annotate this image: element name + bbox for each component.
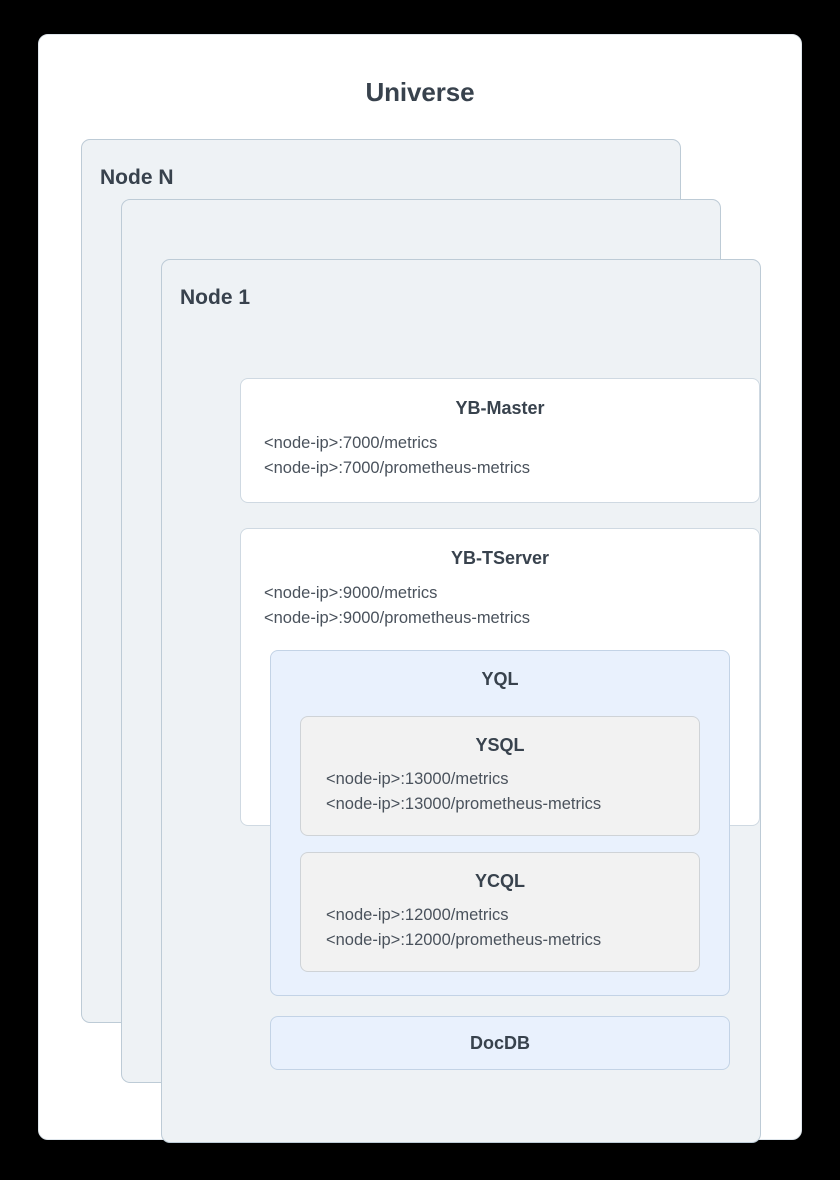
- universe-container: Universe Node N ... Node 1 YB-Master <no…: [38, 34, 802, 1143]
- endpoint-line: <node-ip>:7000/prometheus-metrics: [264, 459, 530, 478]
- yb-master-endpoints: <node-ip>:7000/metrics <node-ip>:7000/pr…: [241, 431, 759, 481]
- ysql-box: YSQL <node-ip>:13000/metrics <node-ip>:1…: [300, 716, 700, 836]
- ysql-title: YSQL: [475, 735, 525, 755]
- yb-master-box: YB-Master <node-ip>:7000/metrics <node-i…: [240, 378, 760, 503]
- docdb-box: DocDB: [270, 1016, 730, 1070]
- endpoint-line: <node-ip>:13000/metrics: [326, 770, 509, 788]
- page-title: Universe: [365, 77, 475, 107]
- yb-tserver-title: YB-TServer: [450, 548, 550, 568]
- endpoint-line: <node-ip>:7000/metrics: [264, 434, 438, 452]
- ycql-title: YCQL: [474, 871, 525, 891]
- endpoint-line: <node-ip>:12000/prometheus-metrics: [326, 931, 602, 950]
- yb-tserver-endpoints: <node-ip>:9000/metrics <node-ip>:9000/pr…: [241, 581, 759, 631]
- endpoint-line: <node-ip>:13000/prometheus-metrics: [326, 795, 602, 814]
- endpoint-line: <node-ip>:9000/prometheus-metrics: [264, 609, 530, 628]
- ycql-box: YCQL <node-ip>:12000/metrics <node-ip>:1…: [300, 852, 700, 972]
- yql-title: YQL: [481, 669, 519, 689]
- node-label-node-1: Node 1: [180, 286, 251, 309]
- endpoint-line: <node-ip>:9000/metrics: [264, 584, 438, 602]
- node-label-node-n: Node N: [100, 166, 174, 189]
- yb-master-title: YB-Master: [455, 398, 545, 418]
- docdb-title: DocDB: [469, 1032, 530, 1053]
- ysql-endpoints: <node-ip>:13000/metrics <node-ip>:13000/…: [301, 767, 699, 817]
- node-card-node-1: Node 1 YB-Master <node-ip>:7000/metrics …: [161, 259, 761, 1143]
- endpoint-line: <node-ip>:12000/metrics: [326, 906, 509, 924]
- ycql-endpoints: <node-ip>:12000/metrics <node-ip>:12000/…: [301, 903, 699, 953]
